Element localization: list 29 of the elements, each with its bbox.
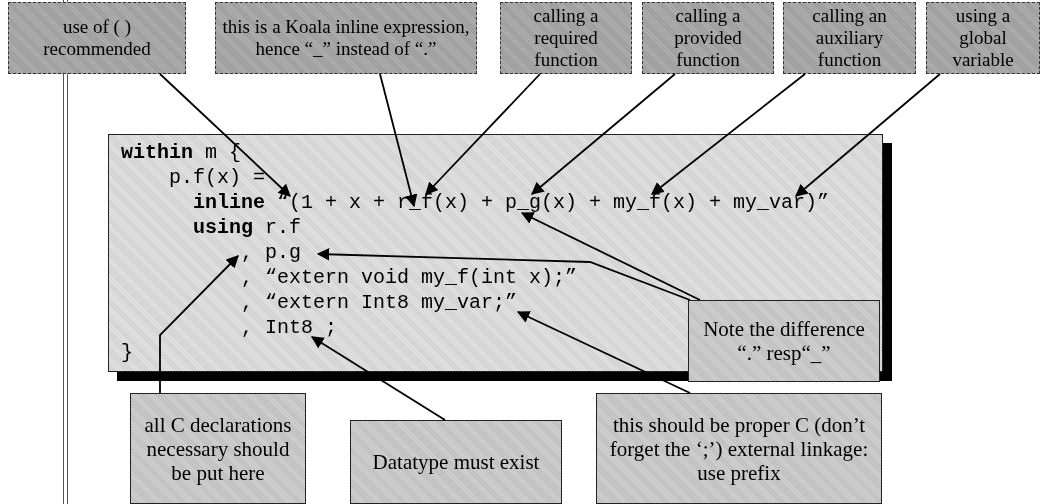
arrow [795,73,941,197]
callout-note: use of ( ) recommended [8,2,186,74]
code-line: , “extern Int8 my_var;” [241,291,518,315]
callout-note: all C declarations necessary should be put here [130,393,306,504]
callout-note: calling an auxiliary function [783,2,916,74]
code-line: , “extern void my_f(int x);” [241,266,578,290]
code-line: within m { [121,141,242,165]
code-line: p.f(x) = [169,166,265,190]
callout-note: this is a Koala inline expression, hence “_” instead of “.” [215,2,477,74]
arrow [159,255,239,394]
arrow [531,73,676,195]
arrow [520,212,701,301]
code-line: , Int8 ; [241,316,337,340]
code-line: , p.g [241,241,301,265]
code-line: inline “(1 + x + r_f(x) + p_g(x) + my_f(x) + my_var)” [193,191,830,215]
arrow [159,73,291,197]
callout-note: calling a required function [500,2,632,74]
callout-note: Note the difference “.” resp“_” [688,300,880,382]
arrow [425,73,541,195]
arrow [310,336,446,421]
code-line: using r.f [193,216,302,240]
code-line: } [121,341,133,365]
arrow [379,73,418,208]
arrow [651,73,806,195]
callout-note: this should be proper C (don’t forget the ‘;’) external linkage: use prefix [596,393,882,504]
callout-note: calling a provided function [642,2,774,74]
callout-note: using a global variable [926,2,1040,74]
arrow [316,248,691,301]
callout-note: Datatype must exist [350,420,562,504]
